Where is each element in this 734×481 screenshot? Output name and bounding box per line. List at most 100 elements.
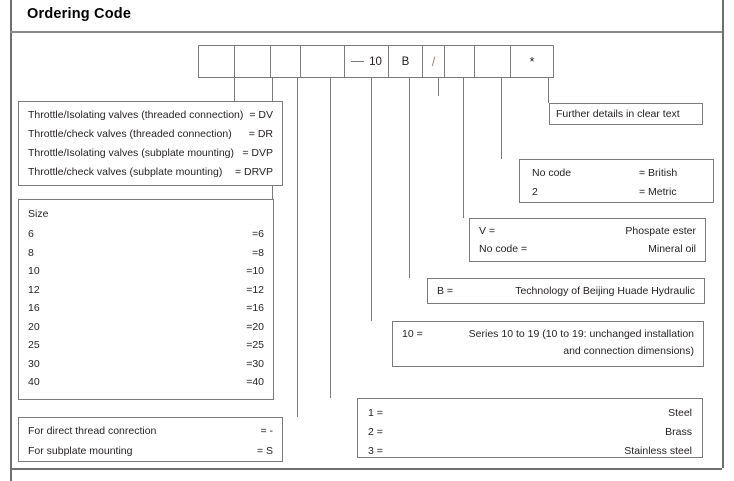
box-further-details: Further details in clear text bbox=[549, 103, 703, 125]
code-cell-details[interactable]: * bbox=[510, 45, 554, 78]
size-code: =6 bbox=[252, 228, 264, 240]
fluid-label: No code = bbox=[479, 243, 528, 255]
mounting-code: = S bbox=[256, 445, 273, 457]
valve-type-row: Throttle/Isolating valves (threaded conn… bbox=[28, 109, 273, 121]
size-code: =20 bbox=[246, 320, 264, 333]
leader-details-vertical bbox=[548, 78, 549, 103]
valve-type-row: Throttle/check valves (subplate mounting… bbox=[28, 166, 273, 178]
box-material: 1 = Steel 2 = Brass 3 = Stainless steel bbox=[357, 398, 703, 458]
leader-fluid-vertical bbox=[463, 78, 464, 218]
units-row: No code = British bbox=[532, 167, 701, 179]
page-title: Ordering Code bbox=[27, 6, 132, 22]
size-label: 8 bbox=[28, 246, 34, 259]
box-valve-types: Throttle/Isolating valves (threaded conn… bbox=[18, 101, 283, 186]
size-code: =10 bbox=[246, 265, 264, 277]
leader-series-vertical bbox=[371, 78, 372, 321]
size-label: 12 bbox=[28, 283, 40, 296]
brand-value: Technology of Beijing Huade Hydraulic bbox=[515, 285, 695, 297]
page-right-border bbox=[722, 0, 724, 468]
fluid-value: Mineral oil bbox=[648, 243, 696, 255]
size-label: 30 bbox=[28, 357, 40, 370]
code-cell-series[interactable]: 10 bbox=[344, 45, 388, 78]
material-row: 1 = Steel bbox=[368, 407, 692, 419]
box-units: No code = British 2 = Metric bbox=[519, 159, 714, 203]
units-row: 2 = Metric bbox=[532, 186, 701, 198]
code-cell-type[interactable] bbox=[198, 45, 234, 78]
material-row: 2 = Brass bbox=[368, 426, 692, 438]
material-label: 1 = bbox=[368, 407, 383, 419]
units-label: No code bbox=[532, 167, 572, 179]
leader-mount-vertical bbox=[297, 78, 298, 417]
size-code: =12 bbox=[246, 283, 264, 296]
size-row: 25 =25 bbox=[28, 339, 264, 351]
valve-type-label: Throttle/Isolating valves (subplate moun… bbox=[28, 147, 235, 159]
size-row: 30 =30 bbox=[28, 358, 264, 370]
leader-type-vertical bbox=[234, 78, 235, 101]
code-cell-slash[interactable]: / bbox=[422, 45, 444, 78]
mounting-row: For subplate mounting = S bbox=[28, 445, 273, 457]
valve-type-label: Throttle/check valves (threaded connecti… bbox=[28, 128, 232, 140]
size-row: 12 =12 bbox=[28, 284, 264, 296]
fluid-row: No code = Mineral oil bbox=[479, 243, 696, 255]
brand-label: B = bbox=[437, 285, 454, 297]
leader-units-vertical bbox=[501, 78, 502, 159]
fluid-row: V = Phospate ester bbox=[479, 225, 696, 237]
series-row: and connection dimensions) bbox=[402, 345, 694, 357]
size-code: =30 bbox=[246, 357, 264, 370]
size-code: =8 bbox=[252, 246, 264, 259]
size-row: 40 =40 bbox=[28, 376, 264, 388]
header-divider bbox=[10, 31, 722, 33]
series-line-2: and connection dimensions) bbox=[563, 345, 694, 357]
code-cell-fluid[interactable] bbox=[444, 45, 474, 78]
code-cell-mounting[interactable] bbox=[270, 45, 300, 78]
size-label: 25 bbox=[28, 339, 40, 351]
valve-type-row: Throttle/Isolating valves (subplate moun… bbox=[28, 147, 273, 159]
ordering-code-row: 10 B / * bbox=[198, 45, 554, 78]
valve-type-row: Throttle/check valves (threaded connecti… bbox=[28, 128, 273, 140]
code-cell-units[interactable] bbox=[474, 45, 510, 78]
code-cell-size[interactable] bbox=[234, 45, 270, 78]
fluid-label: V = bbox=[479, 225, 496, 237]
further-details-row: Further details in clear text bbox=[556, 108, 696, 120]
material-value: Steel bbox=[668, 407, 692, 419]
box-mounting: For direct thread conrection = - For sub… bbox=[18, 417, 283, 462]
size-label: 6 bbox=[28, 228, 34, 240]
valve-type-label: Throttle/Isolating valves (threaded conn… bbox=[28, 109, 244, 121]
mounting-label: For direct thread conrection bbox=[28, 425, 157, 437]
size-code: =40 bbox=[246, 376, 264, 388]
leader-slash-vertical bbox=[438, 78, 439, 96]
size-code: =25 bbox=[246, 339, 264, 351]
size-label: 20 bbox=[28, 320, 40, 333]
code-cell-series-value: 10 bbox=[369, 55, 382, 68]
footer-divider bbox=[10, 468, 722, 470]
material-value: Stainless steel bbox=[624, 445, 692, 457]
box-brand: B = Technology of Beijing Huade Hydrauli… bbox=[427, 278, 705, 304]
box-fluid-type: V = Phospate ester No code = Mineral oil bbox=[469, 218, 706, 262]
code-cell-material[interactable] bbox=[300, 45, 344, 78]
brand-row: B = Technology of Beijing Huade Hydrauli… bbox=[437, 285, 695, 297]
size-label: 40 bbox=[28, 376, 40, 388]
series-row: 10 = Series 10 to 19 (10 to 19: unchange… bbox=[402, 328, 694, 340]
size-row: 20 =20 bbox=[28, 321, 264, 333]
dash-separator-icon bbox=[351, 61, 365, 62]
size-row: 10 =10 bbox=[28, 265, 264, 277]
box-size: Size 6=6 8=8 10=10 12=12 16=16 20=20 25=… bbox=[18, 199, 274, 400]
material-value: Brass bbox=[665, 426, 692, 438]
asterisk-icon: * bbox=[529, 53, 535, 69]
further-details-label: Further details in clear text bbox=[556, 108, 680, 120]
fluid-value: Phospate ester bbox=[625, 225, 696, 237]
leader-material-vertical bbox=[330, 78, 331, 398]
valve-type-code: = DRVP bbox=[234, 166, 273, 178]
size-row: 8 =8 bbox=[28, 247, 264, 259]
series-label: 10 = bbox=[402, 328, 423, 340]
material-row: 3 = Stainless steel bbox=[368, 445, 692, 457]
leader-brand-vertical bbox=[409, 78, 410, 278]
code-cell-brand[interactable]: B bbox=[388, 45, 422, 78]
size-label: 10 bbox=[28, 265, 40, 277]
size-label: 16 bbox=[28, 302, 40, 314]
page-left-border bbox=[10, 0, 12, 481]
box-series: 10 = Series 10 to 19 (10 to 19: unchange… bbox=[392, 321, 704, 367]
size-code: =16 bbox=[246, 302, 264, 314]
mounting-code: = - bbox=[260, 425, 273, 437]
valve-type-code: = DR bbox=[248, 128, 273, 140]
